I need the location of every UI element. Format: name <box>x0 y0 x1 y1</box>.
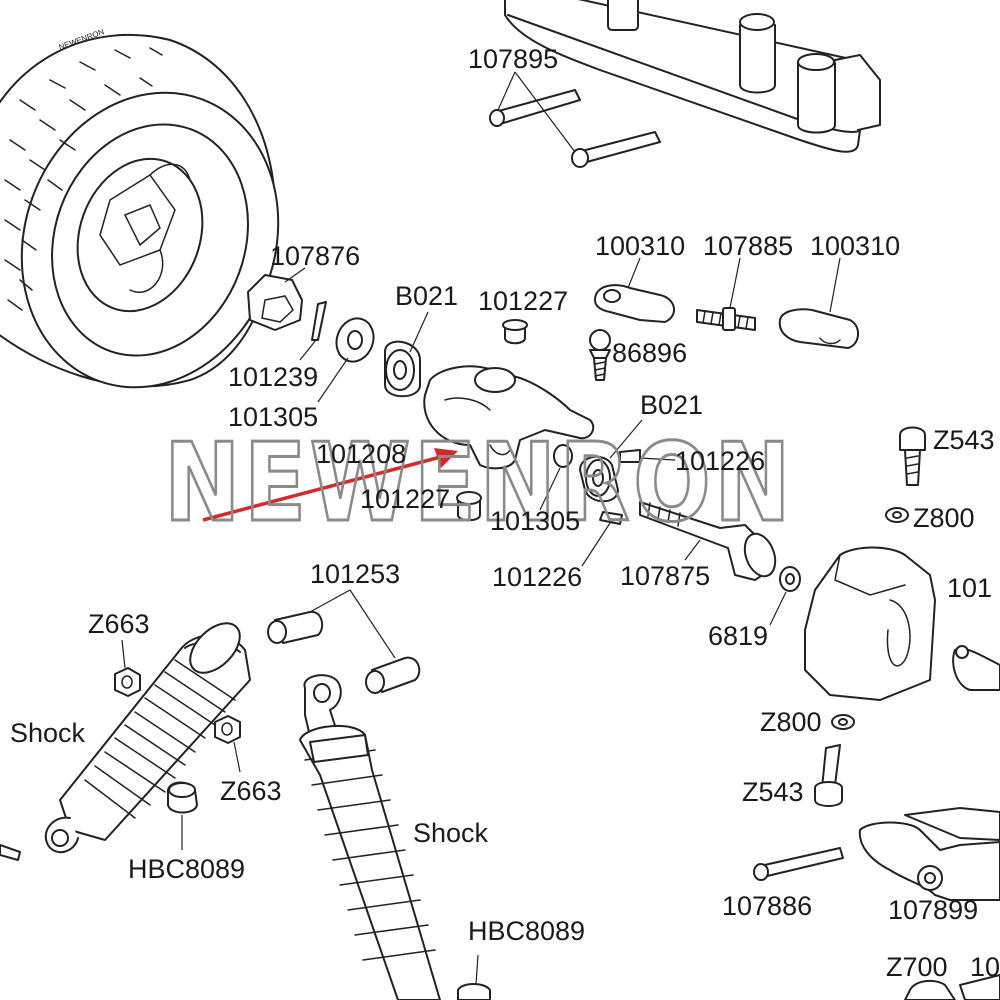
label-107885: 107885 <box>703 231 793 261</box>
screw-z543-top <box>899 426 926 486</box>
shock-absorber-right <box>299 674 441 1000</box>
label-107886: 107886 <box>722 891 812 921</box>
bottom-right-part <box>904 974 1000 1000</box>
hex-hub-107876 <box>247 267 306 331</box>
indicator-arrow <box>202 448 458 522</box>
bearing-b021-top <box>384 311 429 398</box>
shock-absorber-left <box>0 622 251 861</box>
label-b021-right: B021 <box>640 390 703 420</box>
rod-end-100310-right <box>778 257 859 349</box>
label-100310-right: 100310 <box>810 231 900 261</box>
suspension-arm-107899 <box>858 807 1000 901</box>
shock-bushing-101253 <box>267 589 421 694</box>
washer-z800-top <box>885 507 909 523</box>
washer-101305-left <box>317 317 375 403</box>
label-101226-bottom: 101226 <box>492 562 582 592</box>
label-100310-left: 100310 <box>595 231 685 261</box>
label-107899: 107899 <box>888 895 978 925</box>
washer-z800-bottom <box>831 714 855 730</box>
turnbuckle-107885 <box>696 257 756 331</box>
label-101305-left: 101305 <box>228 402 318 432</box>
label-101253: 101253 <box>310 559 400 589</box>
wheel-assembly: NEWENRON <box>0 27 280 389</box>
pin-101239 <box>299 301 327 361</box>
label-101-cut: 101 <box>947 573 992 603</box>
label-z663-bottom: Z663 <box>220 776 282 806</box>
washer-101305-right <box>539 444 573 511</box>
label-shock-right: Shock <box>413 818 489 848</box>
label-86896: 86896 <box>612 338 687 368</box>
label-107875: 107875 <box>620 561 710 591</box>
label-6819: 6819 <box>708 621 768 651</box>
label-z800-bottom: Z800 <box>760 707 822 737</box>
label-z700: Z700 <box>886 952 948 982</box>
nut-z663-top <box>114 639 141 697</box>
label-101227-top: 101227 <box>478 286 568 316</box>
label-z663-top: Z663 <box>88 609 150 639</box>
watermark-text: NEWENRON <box>164 421 794 546</box>
rod-end-100310-left <box>594 257 675 323</box>
label-101239: 101239 <box>228 362 318 392</box>
bushing-101227-top <box>502 319 528 345</box>
pin-101226-bottom <box>581 511 623 567</box>
axle-107875 <box>639 501 777 581</box>
hinge-pin-107886 <box>753 847 844 881</box>
label-10-cut: 10 <box>970 952 1000 982</box>
screw-z543-bottom <box>814 744 843 807</box>
nut-z663-bottom <box>214 715 241 773</box>
part-labels: 107895 107876 100310 107885 100310 B021 … <box>10 44 1000 982</box>
label-101226-top: 101226 <box>675 446 765 476</box>
label-hbc8089-left: HBC8089 <box>128 854 245 884</box>
ball-stud-86896 <box>589 329 611 381</box>
bearing-b021-right <box>579 419 643 503</box>
pin-101226-top <box>619 449 676 463</box>
tire-tread-pattern <box>4 47 163 311</box>
pin-107895 <box>489 71 661 168</box>
bushing-hbc8089-bottom <box>457 954 491 1000</box>
label-107895: 107895 <box>468 44 558 74</box>
label-107876: 107876 <box>270 241 360 271</box>
label-101305-right: 101305 <box>490 506 580 536</box>
bushing-101227-bottom <box>456 491 482 522</box>
hub-carrier-right <box>804 546 1000 701</box>
steering-knuckle-101208 <box>423 365 595 470</box>
label-hbc8089-bottom: HBC8089 <box>468 916 585 946</box>
label-z800-top: Z800 <box>913 503 975 533</box>
label-z543-bottom: Z543 <box>742 777 804 807</box>
bushing-hbc8089-left <box>167 781 198 850</box>
label-101208: 101208 <box>316 439 406 469</box>
label-z543-top: Z543 <box>933 425 995 455</box>
label-b021-top: B021 <box>395 281 458 311</box>
label-shock-left: Shock <box>10 718 86 748</box>
chassis-plate <box>504 0 881 153</box>
washer-6819 <box>769 566 801 626</box>
label-101227-bottom: 101227 <box>360 484 450 514</box>
